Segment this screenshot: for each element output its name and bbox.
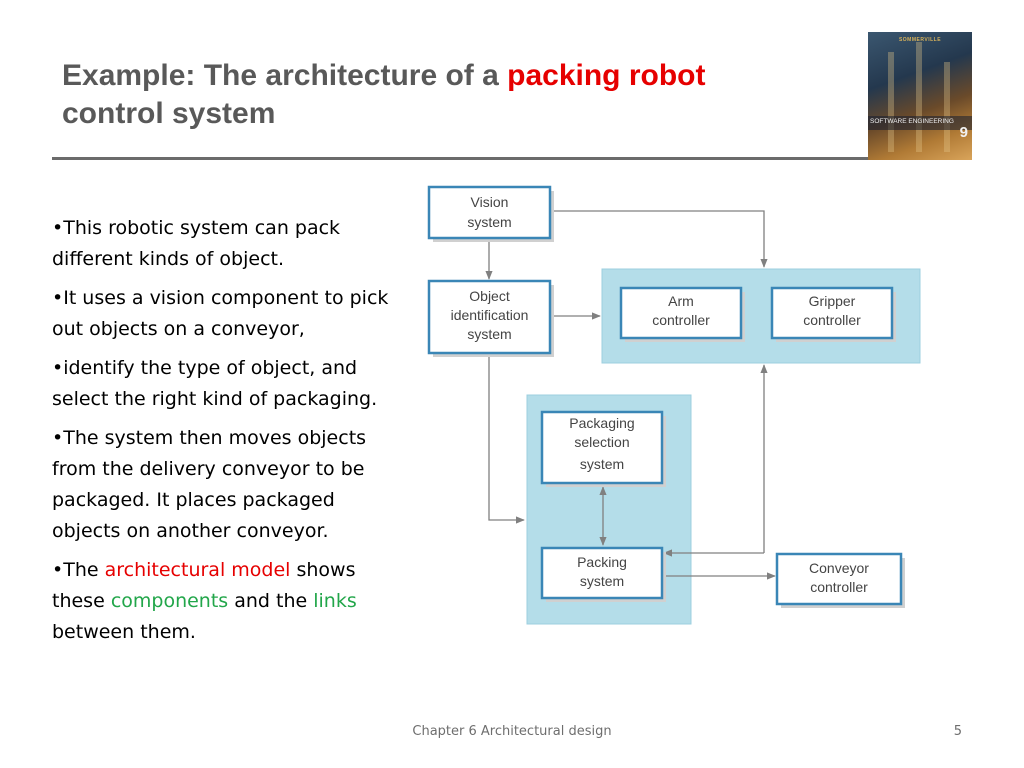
packing-system-box: Packing system [540,546,666,602]
bullet-item: •The system then moves objects from the … [52,427,367,542]
bullet-item: •It uses a vision component to pick out … [52,287,389,340]
gripper-controller-box: Gripper controller [770,286,896,342]
packing-system-label-1: Packing [577,554,627,570]
slide-title: Example: The architecture of a packing r… [62,57,842,133]
footer-chapter: Chapter 6 Architectural design [412,724,612,739]
book-cover-title: SOFTWARE ENGINEERING [870,118,954,125]
book-cover-image: SOMMERVILLE SOFTWARE ENGINEERING 9 [868,32,972,160]
bullet-text-green: components [110,590,229,612]
packing-system-label-2: system [580,573,624,589]
conveyor-controller-label-1: Conveyor [809,560,869,576]
bullet-text-red: architectural model [104,559,291,581]
packaging-selection-system-box: Packaging selection system [540,410,666,487]
object-id-label-1: Object [469,288,510,304]
bullet-item: •identify the type of object, and select… [52,357,378,410]
title-text: Example: The architecture of a [62,59,508,92]
vision-system-box: Vision system [427,185,554,242]
object-identification-system-box: Object identification system [427,279,554,357]
vision-system-label-1: Vision [471,194,509,210]
packaging-label-1: Packaging [569,415,634,431]
packaging-label-2: selection [574,434,629,450]
bullet-item: •The architectural model shows these com… [52,559,357,643]
arm-controller-label-1: Arm [668,293,694,309]
page-number: 5 [953,724,962,739]
book-cover-publisher: SOMMERVILLE [898,37,942,43]
bullet-item: •This robotic system can pack different … [52,217,341,270]
book-cover-edition: 9 [959,124,968,141]
bullet-text: This robotic system can pack different k… [52,217,341,270]
arm-controller-label-2: controller [652,312,710,328]
bullet-text: shows these [52,559,356,612]
conveyor-controller-box: Conveyor controller [775,552,905,608]
conveyor-controller-label-2: controller [810,579,868,595]
bullet-text: between them. [52,621,196,643]
bullet-text: It uses a vision component to pick out o… [52,287,389,340]
arm-controller-box: Arm controller [619,286,745,342]
bullet-list: •This robotic system can pack different … [52,213,397,656]
bullet-text: The system then moves objects from the d… [52,427,367,542]
bullet-text: identify the type of object, and select … [52,357,378,410]
title-highlight: packing robot [507,59,706,92]
packaging-label-3: system [580,456,624,472]
title-text-line2: control system [62,97,276,130]
object-id-label-2: identification [451,307,529,323]
bullet-text-green: links [313,590,357,612]
bullet-text: and the [228,590,314,612]
vision-system-label-2: system [467,214,511,230]
gripper-controller-label-2: controller [803,312,861,328]
title-divider [52,157,872,160]
arrow-vision-to-arm [550,210,768,268]
object-id-label-3: system [467,326,511,342]
gripper-controller-label-1: Gripper [809,293,856,309]
arrow-objectid-to-packing-group [488,355,525,524]
bullet-text: The [63,559,105,581]
